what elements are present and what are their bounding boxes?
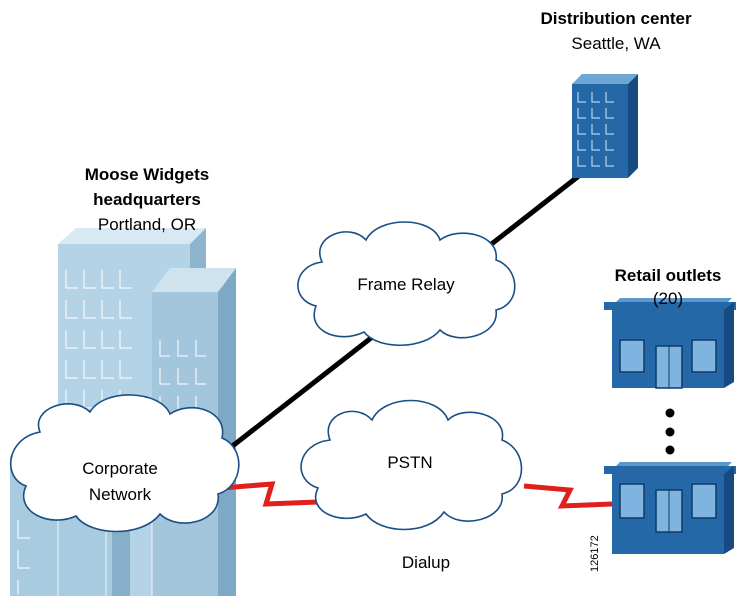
figure-id-label: 126172	[589, 535, 601, 572]
retail-outlets-title: Retail outlets	[615, 266, 722, 285]
frame-relay-label: Frame Relay	[357, 275, 455, 294]
pstn-label: PSTN	[387, 453, 432, 472]
distribution-center-building-icon	[572, 74, 638, 178]
retail-outlets-count: (20)	[653, 289, 683, 308]
corporate-network-label-line1: Corporate	[82, 459, 158, 478]
headquarters-title-line2: headquarters	[93, 190, 201, 209]
corporate-network-label-line2: Network	[89, 485, 152, 504]
distribution-center-title: Distribution center	[540, 9, 692, 28]
corporate-network-cloud-icon	[10, 394, 240, 533]
ellipsis-dots	[665, 408, 675, 455]
frame-relay-cloud-icon	[297, 221, 516, 347]
pstn-cloud-icon	[300, 399, 523, 531]
headquarters-title-line1: Moose Widgets	[85, 165, 210, 184]
dialup-link-pstn-retail	[523, 483, 613, 509]
retail-store-bottom-icon	[604, 462, 736, 554]
dialup-label: Dialup	[402, 553, 450, 572]
dialup-link-corporate-pstn	[221, 481, 319, 507]
headquarters-location: Portland, OR	[98, 215, 196, 234]
retail-store-top-icon	[604, 298, 736, 389]
distribution-center-location: Seattle, WA	[571, 34, 661, 53]
